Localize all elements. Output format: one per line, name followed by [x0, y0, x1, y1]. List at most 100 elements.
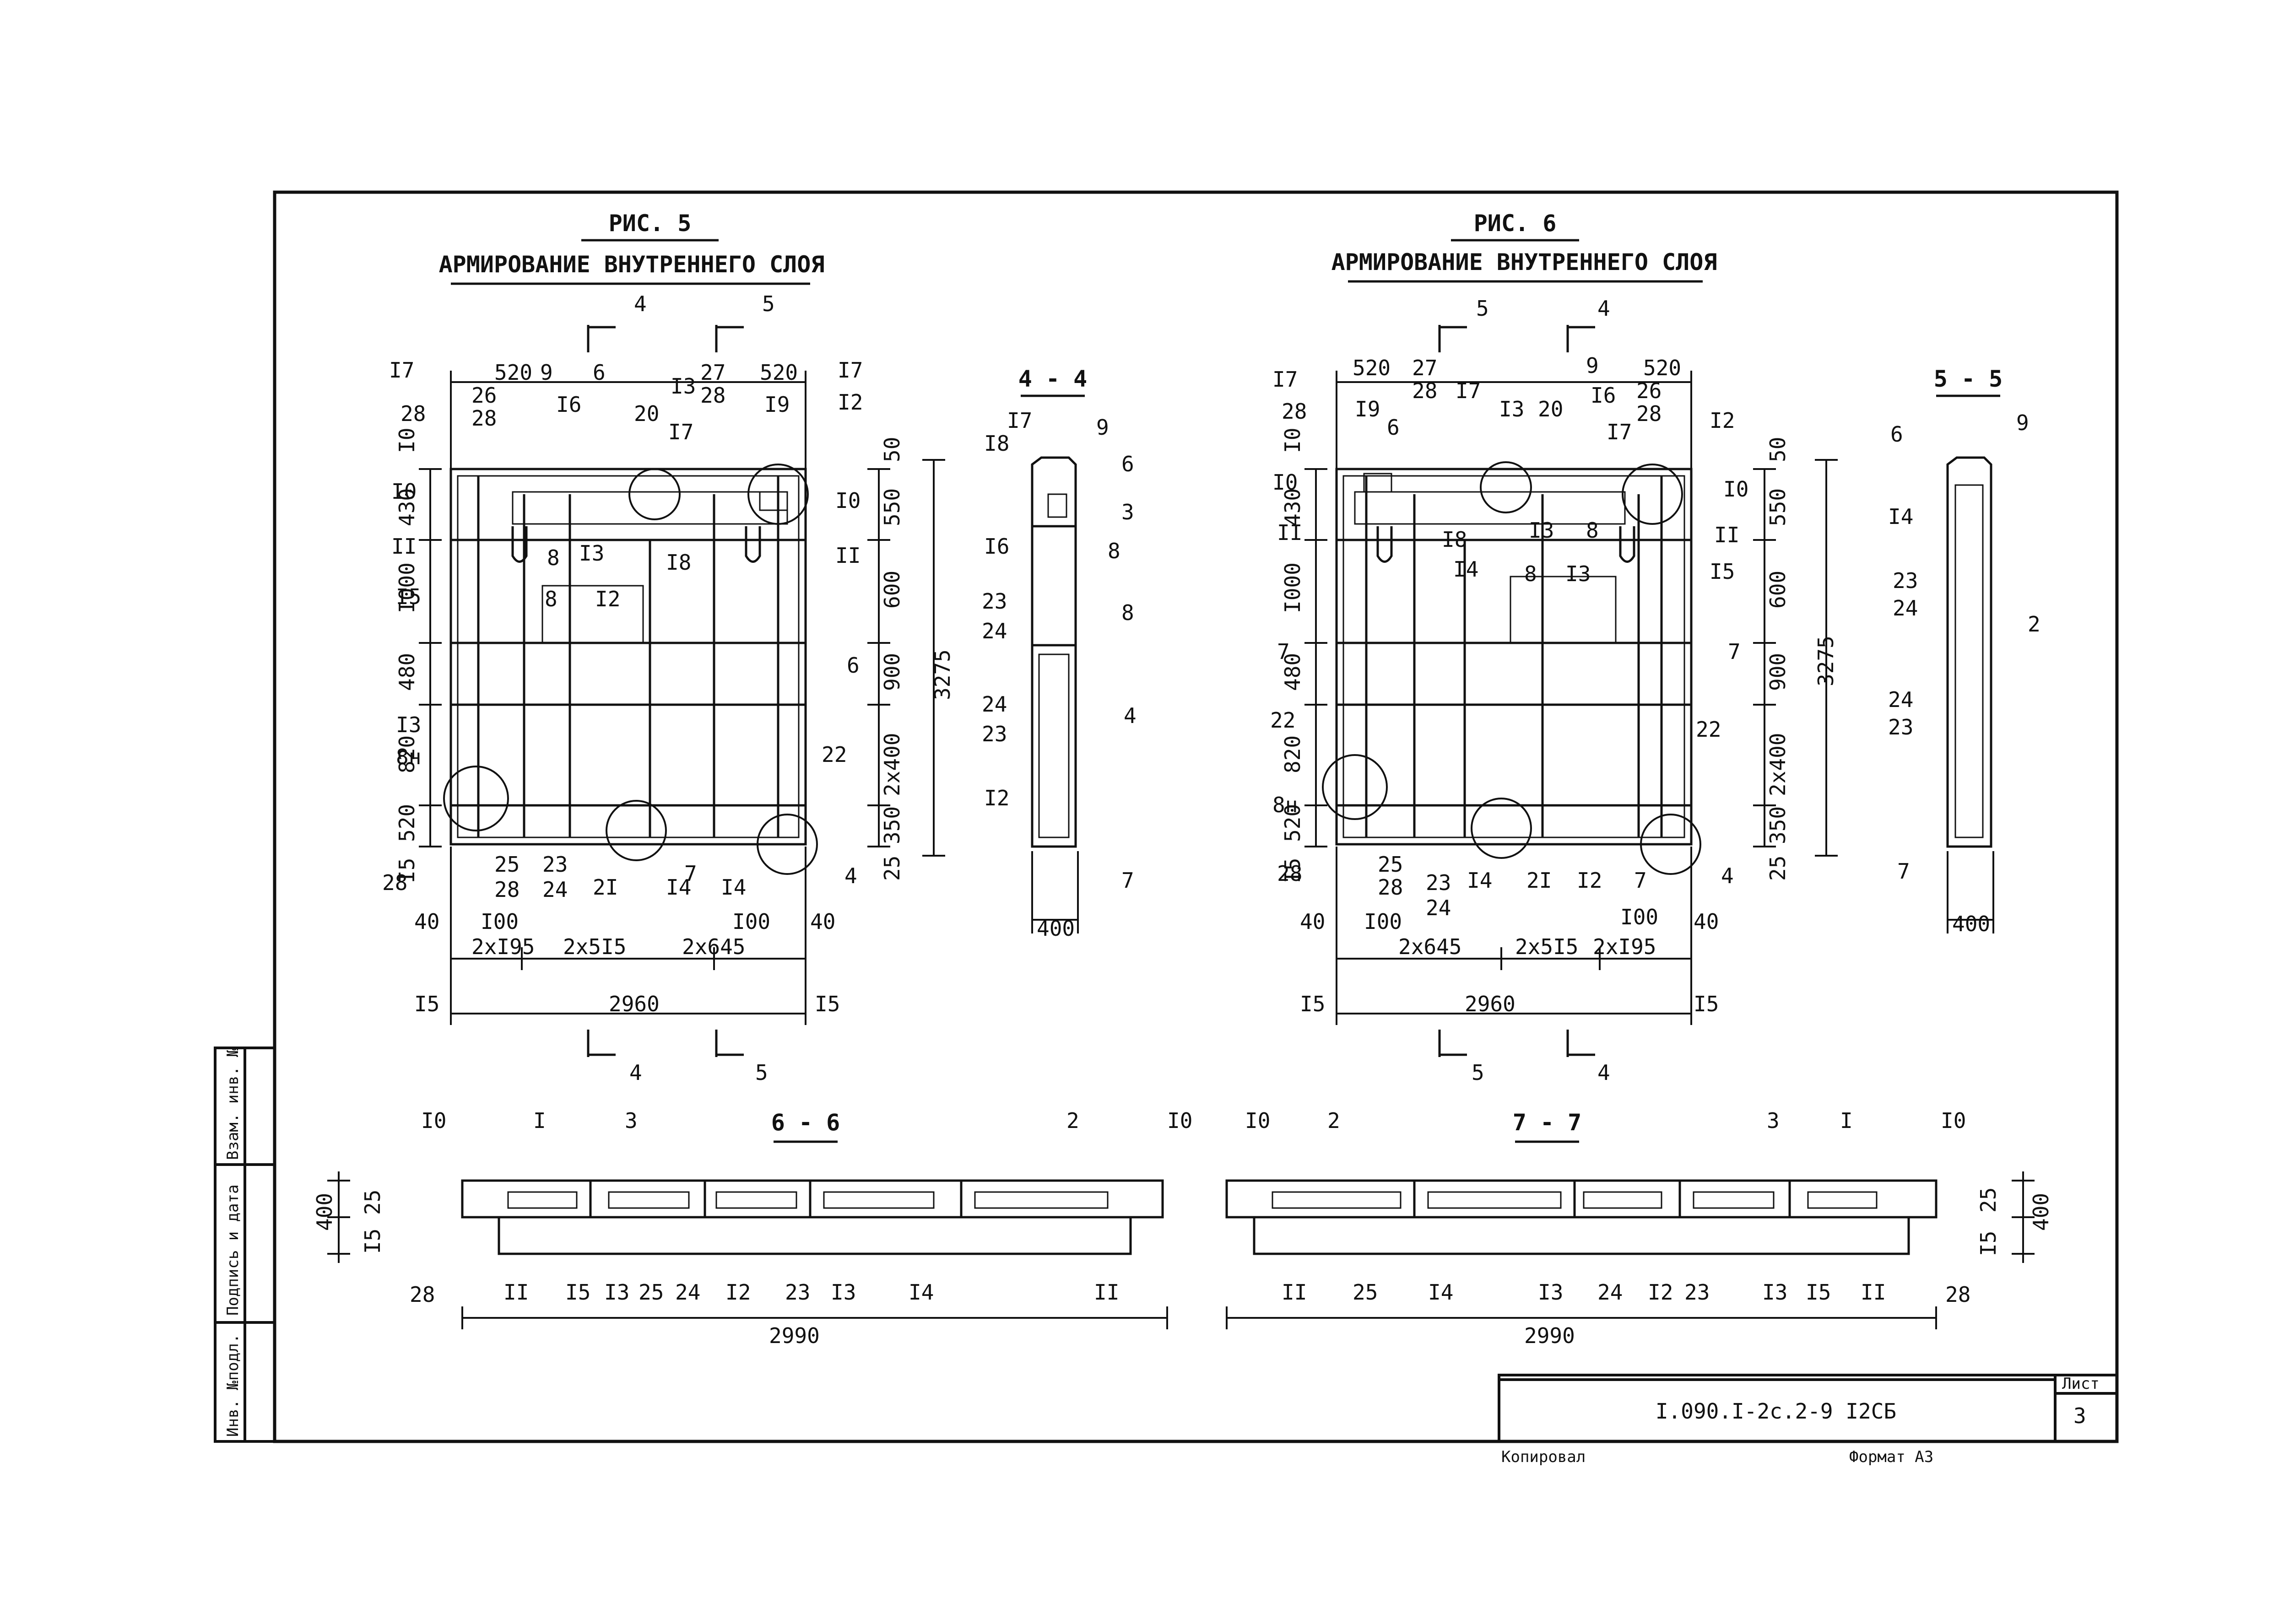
fig6-left-dims: I0 430 I000 480 820 520 I5 [1280, 428, 1305, 883]
border-signature-date: Подпись и дата [224, 1184, 242, 1316]
section-6-6-bottom-label: 24 [675, 1280, 700, 1305]
fig5-dim-stack-a-2: 28 [471, 406, 497, 431]
fig6-dim-top-2: 27 [1412, 356, 1437, 380]
section-7-7-bottom-label: I4 [1428, 1280, 1453, 1305]
fig6-dim-bottom-2: 2x5I5 [1515, 934, 1578, 959]
fig6-label: I8 [1442, 527, 1467, 552]
fig5-dim-top-2: 9 [540, 360, 553, 385]
fig5-panel-drawing [443, 464, 818, 875]
fig6-edge-dim-3: I00 [1620, 905, 1658, 929]
section-7-7-top-label: 2 [1327, 1108, 1340, 1133]
fig5-subtitle: АРМИРОВАНИЕ ВНУТРЕННЕГО СЛОЯ [439, 251, 825, 278]
fig5-label: 8н [396, 745, 421, 769]
fig6-left-dim: I5 [1280, 858, 1305, 883]
section-5-5-width: 400 [1952, 912, 1990, 936]
fig5-label: I7 [838, 358, 863, 383]
fig6-label: 22 [1270, 708, 1295, 733]
fig5-left-dim: 480 [395, 653, 419, 691]
section-7-7-bottom-label: II [1282, 1280, 1307, 1305]
stamp-code: I.090.I-2с.2-9 I2СБ [1656, 1399, 1896, 1424]
fig5-dim-top-5: 520 [760, 360, 798, 385]
fig5-label: 20 [634, 401, 659, 426]
fig6-label: 20 [1538, 397, 1563, 421]
fig5-label: 6 [847, 653, 860, 678]
section-4-4-label: I2 [984, 786, 1009, 810]
fig5-label: 23 [542, 852, 568, 877]
fig6-cut-bottom-right: 4 [1597, 1060, 1610, 1085]
fig5-label: 28 [494, 877, 520, 902]
fig6-label: I2 [1577, 868, 1602, 893]
fig6-cut-markers [1438, 325, 1595, 1057]
section-4-4-label: 23 [982, 722, 1007, 746]
section-5-5-drawing [1946, 456, 1994, 933]
fig6-dim-bottom-1: 2x645 [1398, 934, 1461, 959]
fig5-dim-bottom-1: 2xI95 [471, 934, 535, 959]
fig6-label: I6 [1591, 383, 1616, 408]
fig5-side-dim-left: I5 [414, 992, 439, 1016]
fig6-right-dim: 900 [1765, 653, 1790, 691]
section-6-6-width: 2990 [769, 1323, 820, 1348]
section-7-7-title: 7 - 7 [1513, 1109, 1582, 1136]
fig5-right-dims: 50 550 600 900 2x400 350 25 [880, 437, 904, 881]
section-6-6-bottom-label: II [503, 1280, 529, 1305]
fig5-right-dim: 25 [880, 856, 904, 881]
fig6-label: I3 [1499, 397, 1524, 421]
fig6-dim-stack-b-1: 26 [1636, 378, 1662, 403]
fig6-label: 8н [1272, 793, 1298, 817]
section-7-7-top-label: I0 [1245, 1108, 1270, 1133]
section-4-4-label: I8 [984, 431, 1009, 456]
section-4-4-label: 8 [1108, 539, 1120, 563]
fig6-right-dim: 2x400 [1765, 733, 1790, 796]
section-7-7-bottom-label: 23 [1684, 1280, 1710, 1305]
section-4-4-label: 9 [1096, 415, 1109, 440]
fig6-label: I0 [1272, 470, 1298, 495]
fig5-label: I3 [396, 712, 421, 737]
fig5-left-dim: 430 [395, 488, 419, 526]
fig6-label: 2I [1526, 868, 1552, 893]
fig5-label: 8 [547, 545, 560, 570]
section-6-6-drawing [327, 1171, 1168, 1329]
fig5-dim-bottom-2: 2x5I5 [563, 934, 626, 959]
fig6-overall-height: 3275 [1813, 636, 1838, 686]
stamp-sheet-label: Лист [2062, 1375, 2100, 1393]
fig5-right-dim: 50 [880, 437, 904, 462]
left-border-strip [214, 1047, 276, 1443]
stamp-frame [1498, 1374, 2117, 1441]
section-6-6-title: 6 - 6 [771, 1109, 840, 1136]
section-4-4-label: 6 [1121, 452, 1134, 476]
section-6-6-group: 6 - 6 I0 I 3 2 I0 28 II I5 I3 25 24 I2 2… [312, 1108, 1192, 1348]
fig6-label: 24 [1426, 896, 1451, 920]
fig6-label: 28 [1277, 861, 1302, 886]
section-6-6-bottom-label: 23 [785, 1280, 810, 1305]
fig5-left-dim: 520 [395, 804, 419, 842]
fig6-label: 7 [1728, 639, 1741, 664]
fig5-right-dim: 350 [880, 806, 904, 844]
section-6-6-bottom-label: II [1094, 1280, 1119, 1305]
sheet-frame [273, 190, 2119, 1443]
fig5-cut-markers [587, 325, 744, 1057]
fig6-left-dim: I000 [1280, 562, 1305, 613]
section-6-6-bottom-label: I4 [909, 1280, 934, 1305]
section-5-5-labels: 6 9 I4 23 24 2 24 23 7 400 [1888, 410, 2040, 936]
section-7-7-group: 7 - 7 I0 2 3 I I0 II 25 I4 I3 24 I2 23 I… [1225, 1108, 2053, 1348]
fig6-side-dim-right: I5 [1694, 992, 1719, 1016]
stamp-sheet-number: 3 [2073, 1403, 2086, 1428]
fig6-left-dim: I0 [1280, 428, 1305, 453]
fig6-label: 25 [1378, 852, 1403, 877]
fig5-label: I3 [579, 541, 604, 566]
fig6-label: I3 [1565, 561, 1591, 586]
fig5-label: 8 [545, 587, 557, 611]
fig6-left-dim: 820 [1280, 735, 1305, 773]
section-4-4-width: 400 [1037, 916, 1075, 941]
footer-format: Формат А3 [1849, 1448, 1933, 1466]
fig5-label: I2 [838, 390, 863, 415]
fig6-dim-top-3: 9 [1586, 353, 1599, 378]
section-5-5-group: 5 - 5 6 9 I4 23 24 2 24 23 7 400 [1888, 366, 2040, 936]
section-7-7-top-label: 3 [1767, 1108, 1780, 1133]
fig5-dim-top-3: 6 [593, 360, 606, 385]
fig5-label: 4 [844, 863, 857, 888]
fig6-label: 8 [1586, 518, 1599, 543]
fig6-right-dim: 600 [1765, 571, 1790, 609]
fig6-subtitle: АРМИРОВАНИЕ ВНУТРЕННЕГО СЛОЯ [1331, 249, 1717, 275]
